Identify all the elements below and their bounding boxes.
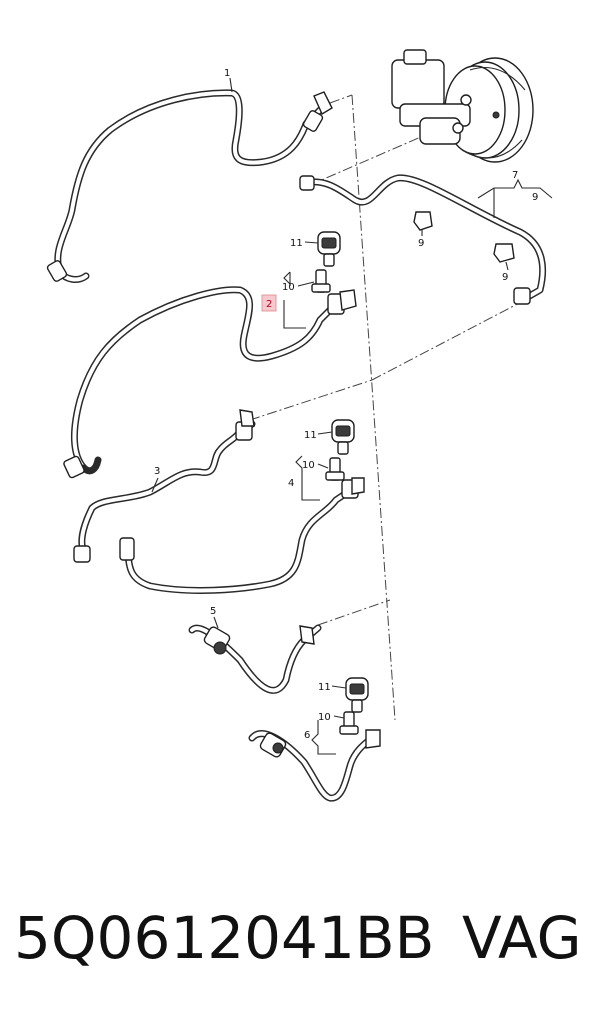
brake-booster — [444, 57, 534, 163]
part-number-footer: 5Q0612041BB VAG — [0, 898, 600, 978]
callout-11-b: 11 — [304, 430, 317, 441]
callout-3: 3 — [154, 466, 160, 477]
sensor-11-a — [317, 231, 341, 267]
bracket-4 — [295, 455, 320, 501]
adapter-10-b — [325, 457, 345, 481]
parts-diagram: 1 2 3 4 5 6 7 9 9 9 10 10 10 11 11 11 — [46, 49, 553, 802]
part-number: 5Q0612041BB — [14, 904, 435, 972]
callout-6: 6 — [304, 730, 310, 741]
adapter-10-a — [311, 269, 331, 293]
sensor-11-c — [345, 677, 369, 713]
callout-4: 4 — [288, 478, 294, 489]
callout-1: 1 — [224, 68, 230, 79]
bracket-2 — [283, 271, 306, 329]
callouts: 1 2 3 4 5 6 7 9 9 9 10 10 10 11 11 11 — [154, 68, 538, 741]
sensor-11-b — [331, 419, 355, 455]
hose-4 — [119, 477, 365, 594]
callout-7: 7 — [512, 170, 518, 181]
callout-9-b: 9 — [418, 238, 424, 249]
hose-7 — [299, 174, 547, 305]
callout-10-b: 10 — [302, 460, 315, 471]
leader-lines — [151, 77, 509, 719]
reference-lines — [249, 94, 526, 721]
bracket-6 — [311, 720, 336, 755]
master-cylinder — [391, 49, 500, 145]
adapter-10-c — [339, 711, 359, 735]
hose-2 — [63, 286, 357, 479]
hose-1 — [46, 89, 333, 283]
callout-5: 5 — [210, 606, 216, 617]
callout-11-a: 11 — [290, 238, 303, 249]
hose-5 — [188, 624, 322, 694]
hose-6 — [248, 729, 381, 802]
hose-3 — [73, 409, 256, 563]
brand-label: VAG — [462, 904, 582, 972]
callout-9-c: 9 — [502, 272, 508, 283]
callout-2-highlight — [261, 294, 277, 312]
callout-10-a: 10 — [282, 282, 295, 293]
callout-11-c: 11 — [318, 682, 331, 693]
bracket-7 — [477, 178, 553, 218]
callout-10-c: 10 — [318, 712, 331, 723]
callout-9-a: 9 — [532, 192, 538, 203]
callout-2: 2 — [266, 299, 272, 310]
